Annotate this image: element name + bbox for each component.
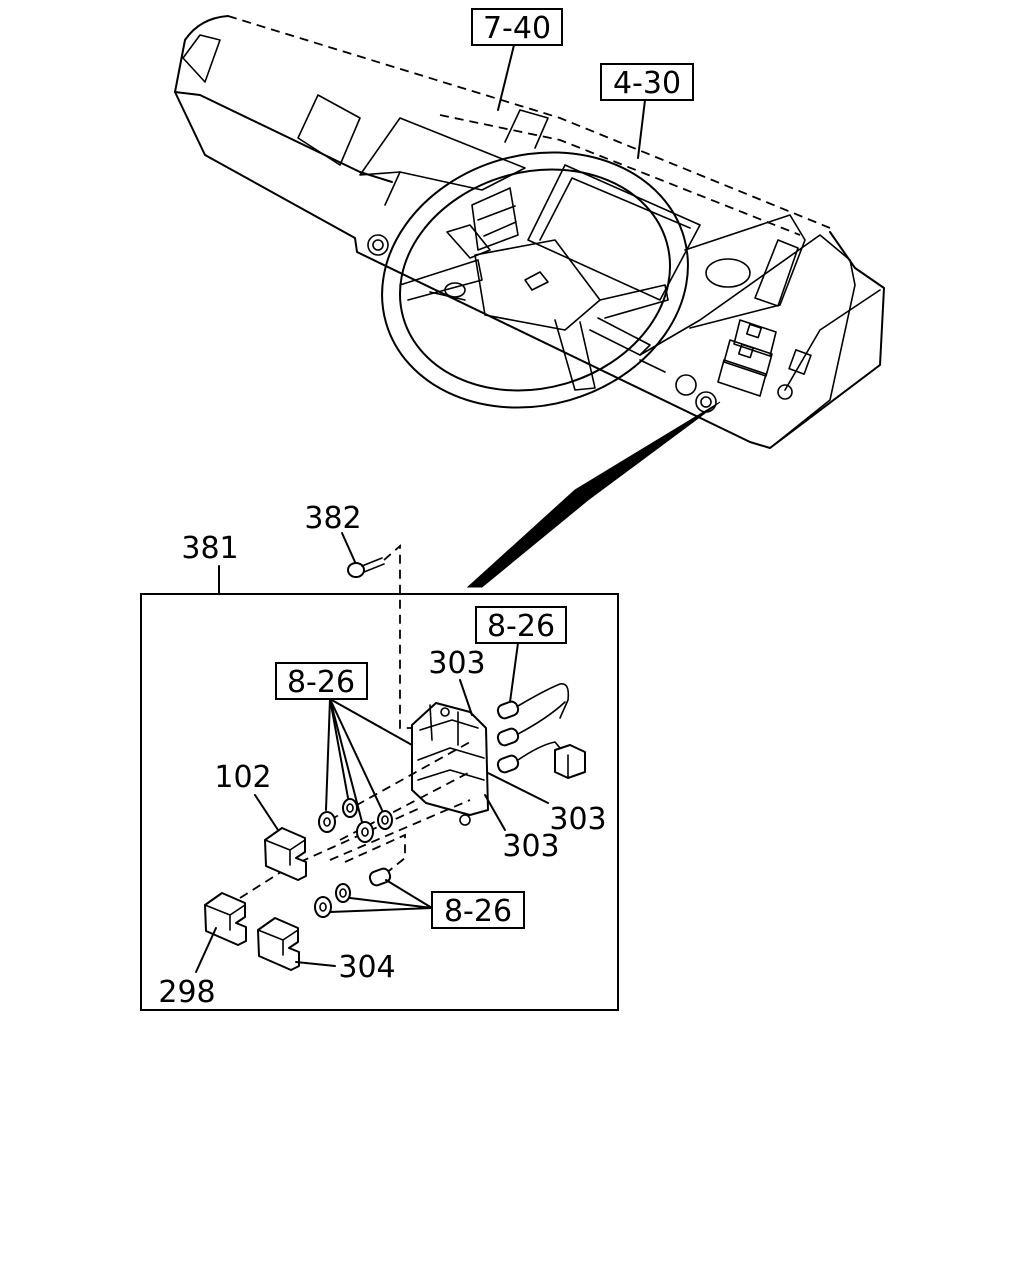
switch-body bbox=[411, 702, 489, 826]
bulbs bbox=[496, 683, 586, 779]
ref-box-8-26-left: 8-26 bbox=[275, 662, 413, 823]
ref-box-8-26-bottom: 8-26 bbox=[329, 879, 525, 929]
part-label-303-mid: 303 bbox=[549, 802, 606, 837]
ref-label-7-40: 7-40 bbox=[483, 11, 551, 46]
ref-box-7-40: 7-40 bbox=[471, 8, 563, 111]
ref-label-8-26-bottom: 8-26 bbox=[444, 894, 512, 929]
knob-102 bbox=[264, 827, 307, 881]
detail-leader bbox=[466, 401, 721, 588]
part-label-102: 102 bbox=[214, 760, 271, 795]
part-label-304: 304 bbox=[338, 950, 395, 985]
steering-wheel bbox=[381, 151, 689, 409]
switch-cluster bbox=[717, 319, 777, 397]
part-label-298: 298 bbox=[158, 975, 215, 1010]
knob-304 bbox=[257, 917, 300, 971]
ref-label-4-30: 4-30 bbox=[613, 66, 681, 101]
part-label-381: 381 bbox=[181, 531, 238, 566]
detail-frame bbox=[140, 593, 619, 1011]
part-label-382: 382 bbox=[304, 501, 361, 536]
ref-label-8-26-top: 8-26 bbox=[487, 609, 555, 644]
dashboard-assembly bbox=[174, 15, 885, 588]
screw-382 bbox=[347, 557, 385, 578]
ref-label-8-26-left: 8-26 bbox=[287, 665, 355, 700]
part-label-303-low: 303 bbox=[502, 829, 559, 864]
ref-box-8-26-top: 8-26 bbox=[475, 606, 567, 703]
part-label-303-top: 303 bbox=[428, 646, 485, 681]
ref-box-4-30: 4-30 bbox=[600, 63, 694, 159]
washers bbox=[314, 798, 393, 918]
